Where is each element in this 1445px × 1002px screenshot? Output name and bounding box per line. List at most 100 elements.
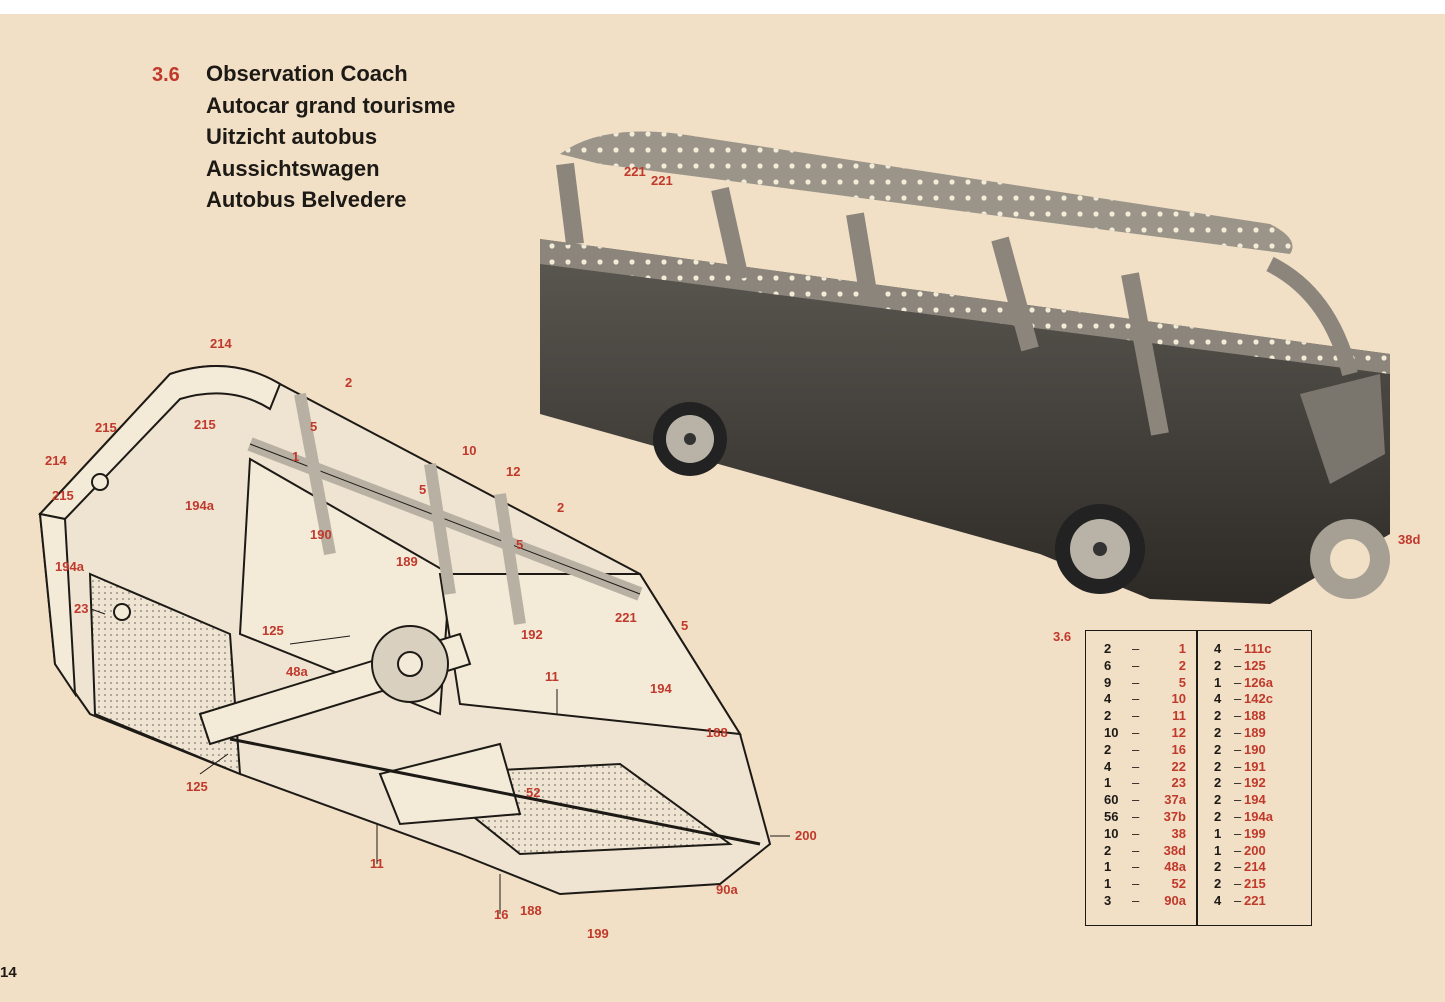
part-number: 37a: [1164, 792, 1186, 808]
label-125: 125: [186, 779, 208, 794]
dash-separator: –: [1132, 708, 1140, 724]
parts-row: 2–215: [1214, 876, 1304, 893]
part-quantity: 1: [1104, 775, 1112, 791]
label-215: 215: [194, 417, 216, 432]
dash-separator: –: [1234, 691, 1242, 707]
dash-separator: –: [1132, 876, 1140, 892]
parts-row: 4 – 10: [1104, 691, 1194, 708]
label-199: 199: [587, 926, 609, 941]
label-11: 11: [370, 856, 384, 871]
part-number: 215: [1244, 876, 1266, 892]
part-number: 200: [1244, 842, 1266, 858]
part-quantity: 2: [1104, 641, 1112, 656]
parts-row: 4 – 22: [1104, 759, 1194, 776]
dash-separator: –: [1234, 674, 1242, 690]
label-188: 188: [706, 725, 728, 740]
dash-separator: –: [1132, 741, 1140, 757]
part-number: 221: [1244, 892, 1266, 908]
dash-separator: –: [1132, 724, 1140, 740]
dash-separator: –: [1234, 708, 1242, 724]
part-number: 2: [1178, 657, 1186, 673]
coach-photo: [38, 131, 1390, 914]
part-quantity: 9: [1104, 674, 1112, 690]
part-quantity: 4: [1214, 691, 1222, 707]
part-number: 52: [1171, 876, 1186, 892]
label-5: 5: [516, 537, 523, 552]
label-214: 214: [210, 336, 232, 351]
part-quantity: 4: [1104, 691, 1112, 707]
part-quantity: 10: [1104, 724, 1119, 740]
part-quantity: 2: [1214, 859, 1222, 875]
dash-separator: –: [1234, 724, 1242, 740]
part-quantity: 2: [1214, 808, 1222, 824]
part-quantity: 4: [1104, 758, 1112, 774]
dash-separator: –: [1234, 741, 1242, 757]
part-number: 125: [1244, 657, 1266, 673]
title-dutch: Uitzicht autobus: [206, 124, 378, 149]
part-number: 111c: [1244, 641, 1272, 656]
label-215: 215: [52, 488, 74, 503]
part-number: 188: [1244, 708, 1266, 724]
label-5: 5: [310, 419, 317, 434]
label-5: 5: [681, 618, 688, 633]
part-number: 192: [1244, 775, 1266, 791]
coach-wheels: [653, 402, 1390, 599]
part-number: 11: [1172, 708, 1186, 724]
part-quantity: 2: [1104, 741, 1112, 757]
part-number: 37b: [1163, 808, 1186, 824]
parts-list-code: 3.6: [1053, 629, 1072, 644]
part-number: 126a: [1244, 674, 1273, 690]
dash-separator: –: [1132, 691, 1140, 707]
coach-body: [540, 131, 1390, 604]
parts-row: 10–38: [1104, 826, 1194, 843]
dash-separator: –: [1234, 892, 1242, 908]
part-number: 194a: [1244, 808, 1273, 824]
part-quantity: 2: [1214, 657, 1222, 673]
part-number: 5: [1178, 674, 1186, 690]
parts-row: 6–2: [1104, 658, 1194, 675]
leader-lines: [90, 608, 790, 914]
part-number: 214: [1244, 859, 1266, 875]
parts-row: 2–188: [1214, 708, 1304, 725]
label-5: 5: [419, 482, 426, 497]
part-quantity: 2: [1214, 775, 1222, 791]
dash-separator: –: [1132, 758, 1140, 774]
part-quantity: 2: [1214, 708, 1222, 724]
part-number: 22: [1171, 758, 1186, 774]
label-10: 10: [462, 443, 476, 458]
label-188: 188: [520, 903, 542, 918]
label-11: 11: [545, 669, 559, 684]
parts-row: 2–125: [1214, 658, 1304, 675]
dash-separator: –: [1234, 758, 1242, 774]
title-italian: Autobus Belvedere: [206, 187, 407, 212]
manual-page: 3.6 Observation Coach Autocar grand tour…: [0, 14, 1445, 1002]
label-221: 221: [651, 173, 673, 188]
part-number: 194: [1244, 792, 1266, 808]
dash-separator: –: [1132, 641, 1140, 656]
parts-list-divider: [1196, 631, 1198, 925]
label-23: 23: [74, 601, 88, 616]
diagram-labels: 214 2 215 215 214 215 5 1 10 12 5 2 194a…: [45, 164, 1420, 941]
parts-row: 4–221: [1214, 893, 1304, 910]
part-quantity: 10: [1104, 825, 1119, 841]
dash-separator: –: [1234, 825, 1242, 841]
parts-row: 2–214: [1214, 859, 1304, 876]
label-214: 214: [45, 453, 67, 468]
part-number: 38: [1171, 825, 1186, 841]
part-quantity: 2: [1214, 724, 1222, 740]
label-200: 200: [795, 828, 817, 843]
parts-row: 2–11: [1104, 708, 1194, 725]
part-quantity: 2: [1104, 842, 1112, 858]
part-number: 48a: [1164, 859, 1186, 875]
label-12: 12: [506, 464, 520, 479]
part-number: 10: [1171, 691, 1186, 707]
parts-row: 3–90a: [1104, 893, 1194, 910]
part-number: 189: [1244, 724, 1266, 740]
part-quantity: 56: [1104, 808, 1119, 824]
part-quantity: 1: [1104, 859, 1112, 875]
parts-row: 1–52: [1104, 876, 1194, 893]
part-number: 1: [1178, 641, 1186, 656]
